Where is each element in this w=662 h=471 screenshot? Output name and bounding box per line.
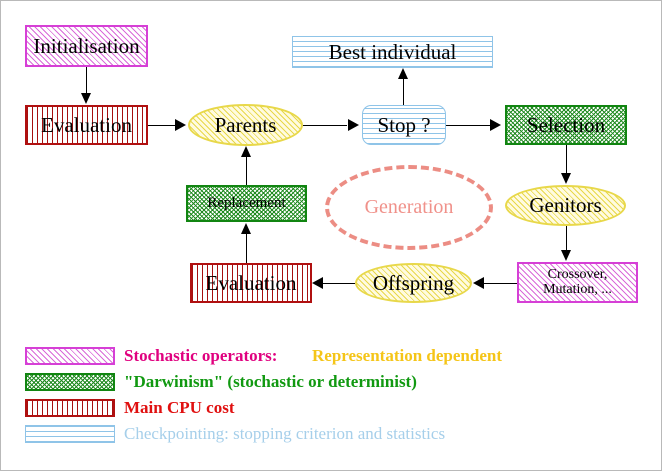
legend-label-checkpointing: Checkpointing: stopping criterion and st…: [124, 424, 446, 443]
node-replacement-label: Replacement: [207, 194, 286, 211]
node-crossover-line2: Mutation, ...: [543, 281, 612, 297]
node-offspring[interactable]: Offspring: [355, 263, 472, 303]
node-genitors-label: Genitors: [529, 193, 602, 218]
node-parents-label: Parents: [214, 112, 277, 137]
node-best-individual[interactable]: Best individual: [292, 36, 493, 68]
edge-genitors-to-crossover-arrow: [561, 250, 571, 261]
edge-offspring-to-evaluation-arrow: [312, 277, 323, 289]
edge-init-to-evaluation: [86, 67, 87, 94]
node-evaluation-top-label: Evaluation: [41, 112, 132, 137]
node-crossover-line1: Crossover,: [547, 266, 608, 282]
edge-evaluation-to-replacement: [246, 234, 247, 263]
edge-crossover-to-offspring-arrow: [473, 277, 484, 289]
edge-offspring-to-evaluation: [323, 283, 355, 284]
node-crossover-mutation[interactable]: Crossover, Mutation, ...: [517, 262, 638, 303]
node-genitors[interactable]: Genitors: [505, 185, 626, 226]
node-best-individual-label: Best individual: [328, 39, 457, 64]
edge-stop-to-best-arrow: [398, 68, 408, 79]
node-stop[interactable]: Stop ?: [362, 105, 446, 145]
node-offspring-label: Offspring: [372, 270, 455, 295]
legend-swatch-checkpointing: [25, 425, 115, 443]
node-replacement[interactable]: Replacement: [186, 185, 307, 222]
edge-crossover-to-offspring: [484, 283, 517, 284]
legend-swatch-stochastic: [25, 347, 115, 365]
node-generation-ring: Generation: [325, 165, 493, 250]
node-evaluation-bottom-label: Evaluation: [205, 270, 297, 295]
edge-selection-to-genitors: [566, 145, 567, 174]
edge-selection-to-genitors-arrow: [561, 173, 571, 184]
legend-swatch-darwinism: [25, 373, 115, 391]
edge-stop-to-selection: [446, 125, 490, 126]
edge-replacement-to-parents-arrow: [241, 146, 251, 157]
legend-label-darwinism: "Darwinism" (stochastic or determinist): [124, 372, 417, 391]
edge-init-to-evaluation-arrow: [81, 93, 91, 104]
node-initialisation-label: Initialisation: [33, 33, 140, 58]
edge-parents-to-stop: [303, 125, 347, 126]
edge-replacement-to-parents: [246, 157, 247, 185]
edge-stop-to-best: [403, 78, 404, 105]
edge-stop-to-selection-arrow: [490, 119, 501, 131]
edge-parents-to-stop-arrow: [348, 119, 359, 131]
node-initialisation[interactable]: Initialisation: [25, 25, 148, 67]
node-evaluation-bottom[interactable]: Evaluation: [190, 263, 312, 303]
node-stop-label: Stop ?: [377, 112, 431, 137]
node-generation-label: Generation: [364, 196, 454, 218]
node-parents[interactable]: Parents: [188, 104, 303, 146]
node-selection[interactable]: Selection: [505, 105, 627, 145]
legend-label-representation: Representation dependent: [312, 346, 502, 365]
node-selection-label: Selection: [526, 112, 606, 137]
edge-genitors-to-crossover: [566, 226, 567, 252]
edge-evaluation-to-parents: [148, 125, 176, 126]
legend-label-cpu: Main CPU cost: [124, 398, 235, 417]
node-evaluation-top[interactable]: Evaluation: [25, 105, 148, 145]
legend-label-stochastic: Stochastic operators:: [124, 346, 278, 365]
edge-evaluation-to-parents-arrow: [175, 119, 186, 131]
edge-evaluation-to-replacement-arrow: [241, 223, 251, 234]
legend-swatch-cpu: [25, 399, 115, 417]
